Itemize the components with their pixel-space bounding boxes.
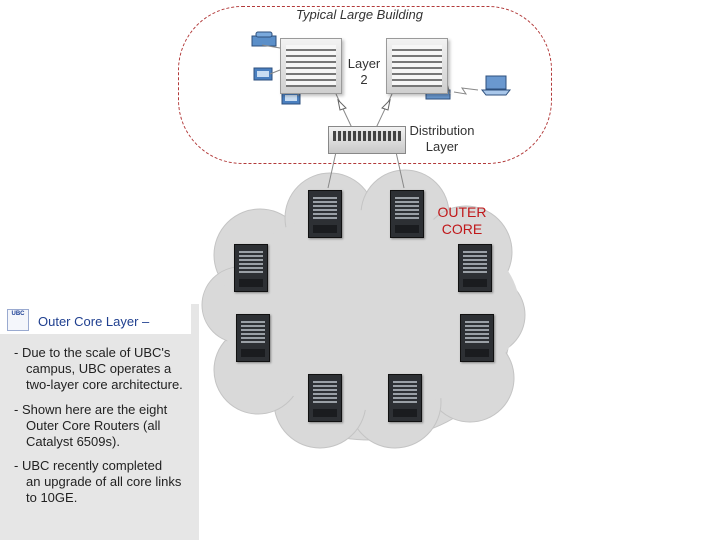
phone-icon [253, 67, 273, 81]
outer-core-router [460, 314, 494, 362]
ubc-logo: UBC [7, 309, 29, 331]
building-boundary [178, 6, 552, 164]
panel-bullet: - Shown here are the eight Outer Core Ro… [14, 402, 168, 449]
layer2-switch [386, 38, 448, 94]
layer2-switch [280, 38, 342, 94]
panel-bullet: - Due to the scale of UBC's campus, UBC … [14, 345, 183, 392]
panel-bullet: - UBC recently completed an upgrade of a… [14, 458, 182, 505]
distribution-switch [328, 126, 406, 154]
outer-core-router [458, 244, 492, 292]
outer-core-router [234, 244, 268, 292]
info-panel [0, 304, 199, 540]
info-panel-header [0, 304, 191, 334]
outer-core-router [308, 190, 342, 238]
outer-core-router [236, 314, 270, 362]
panel-title: Outer Core Layer – [38, 314, 150, 329]
laptop-icon [480, 75, 512, 96]
outer-core-router [308, 374, 342, 422]
layer2-label: Layer 2 [347, 56, 381, 87]
outer-core-router [390, 190, 424, 238]
outer-core-label: OUTER CORE [437, 204, 487, 237]
phone-icon [251, 31, 277, 47]
distribution-layer-label: Distribution Layer [409, 123, 475, 154]
building-title: Typical Large Building [296, 7, 423, 22]
outer-core-router [388, 374, 422, 422]
